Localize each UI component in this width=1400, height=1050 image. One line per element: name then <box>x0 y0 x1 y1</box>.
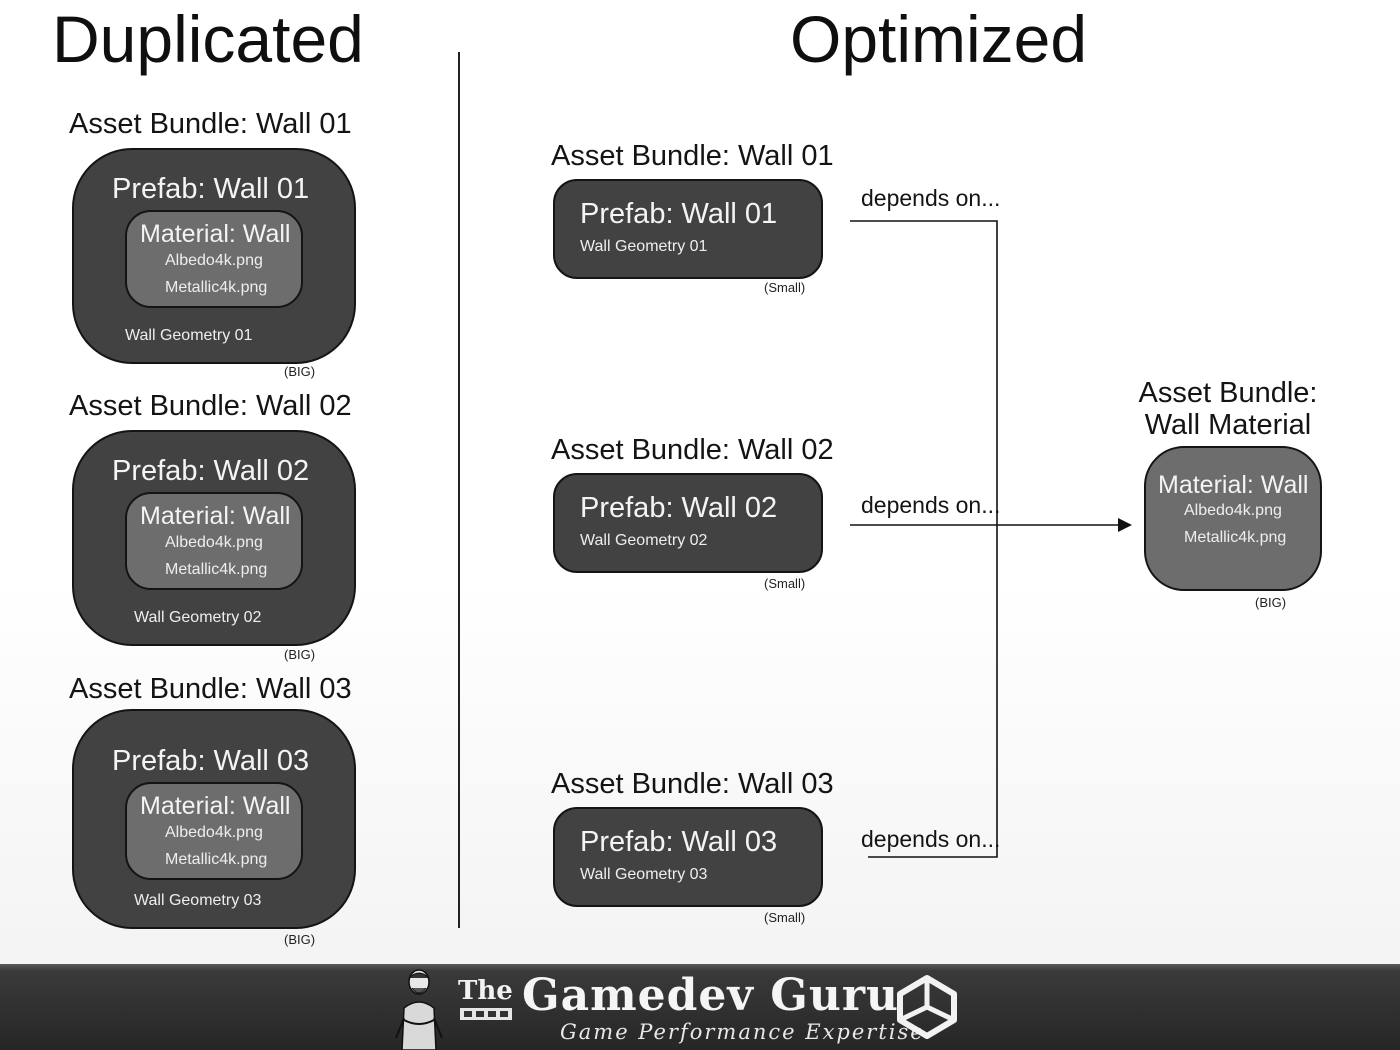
dependency-label: depends on... <box>861 492 1001 518</box>
texture-albedo: Albedo4k.png <box>165 534 263 551</box>
material-title: Material: Wall <box>140 220 291 248</box>
prefab-box <box>553 807 823 907</box>
texture-albedo: Albedo4k.png <box>165 252 263 269</box>
size-tag: (Small) <box>764 576 806 591</box>
dependency-line-01 <box>850 220 998 525</box>
size-tag: (BIG) <box>1255 595 1287 610</box>
unity-logo-icon <box>897 975 957 1039</box>
texture-metallic: Metallic4k.png <box>165 279 268 296</box>
film-strip-icon <box>460 1008 512 1020</box>
size-tag: (BIG) <box>284 364 316 379</box>
prefab-box <box>553 473 823 573</box>
bundle-label: Asset Bundle: Wall 03 <box>69 673 352 705</box>
material-box <box>125 492 303 590</box>
texture-albedo: Albedo4k.png <box>1184 502 1282 519</box>
material-title: Material: Wall <box>140 502 291 530</box>
dependency-label: depends on... <box>861 826 1001 852</box>
geometry-label: Wall Geometry 03 <box>134 892 262 909</box>
geometry-label: Wall Geometry 01 <box>580 238 708 255</box>
bundle-label: Asset Bundle: Wall 03 <box>551 768 834 800</box>
prefab-title: Prefab: Wall 02 <box>112 455 310 487</box>
geometry-label: Wall Geometry 03 <box>580 866 708 883</box>
material-title: Material: Wall <box>140 792 291 820</box>
texture-metallic: Metallic4k.png <box>165 851 268 868</box>
prefab-title: Prefab: Wall 03 <box>580 826 778 858</box>
prefab-title: Prefab: Wall 02 <box>580 492 778 524</box>
size-tag: (Small) <box>764 280 806 295</box>
bundle-label-line1: Asset Bundle: <box>1138 377 1318 409</box>
optimized-heading: Optimized <box>790 2 1088 76</box>
material-box <box>125 210 303 308</box>
prefab-title: Prefab: Wall 01 <box>580 198 778 230</box>
size-tag: (BIG) <box>284 932 316 947</box>
prefab-title: Prefab: Wall 03 <box>112 745 310 777</box>
size-tag: (BIG) <box>284 647 316 662</box>
column-divider <box>458 52 460 928</box>
geometry-label: Wall Geometry 02 <box>134 609 262 626</box>
material-box <box>125 782 303 880</box>
material-title: Material: Wall <box>1158 471 1309 499</box>
prefab-box <box>553 179 823 279</box>
geometry-label: Wall Geometry 02 <box>580 532 708 549</box>
bundle-label: Asset Bundle: Wall 02 <box>551 434 834 466</box>
bundle-label-line2: Wall Material <box>1144 409 1312 441</box>
guru-mascot-icon <box>395 969 443 1050</box>
geometry-label: Wall Geometry 01 <box>125 327 253 344</box>
duplicated-heading: Duplicated <box>52 2 364 76</box>
bundle-label: Asset Bundle: Wall 02 <box>69 390 352 422</box>
brand-name: Gamedev Guru <box>522 970 900 1021</box>
bundle-label: Asset Bundle: Wall 01 <box>551 140 834 172</box>
dependency-label: depends on... <box>861 185 1001 211</box>
bundle-label: Asset Bundle: Wall 01 <box>69 108 352 140</box>
material-box <box>1144 446 1322 591</box>
brand-the: The <box>458 976 513 1006</box>
brand-tagline: Game Performance Expertise <box>560 1020 925 1044</box>
size-tag: (Small) <box>764 910 806 925</box>
branding-banner: The Gamedev Guru Game Performance Expert… <box>0 964 1400 1050</box>
prefab-title: Prefab: Wall 01 <box>112 173 310 205</box>
texture-albedo: Albedo4k.png <box>165 824 263 841</box>
dependency-line-03 <box>868 525 998 858</box>
texture-metallic: Metallic4k.png <box>165 561 268 578</box>
texture-metallic: Metallic4k.png <box>1184 529 1287 546</box>
